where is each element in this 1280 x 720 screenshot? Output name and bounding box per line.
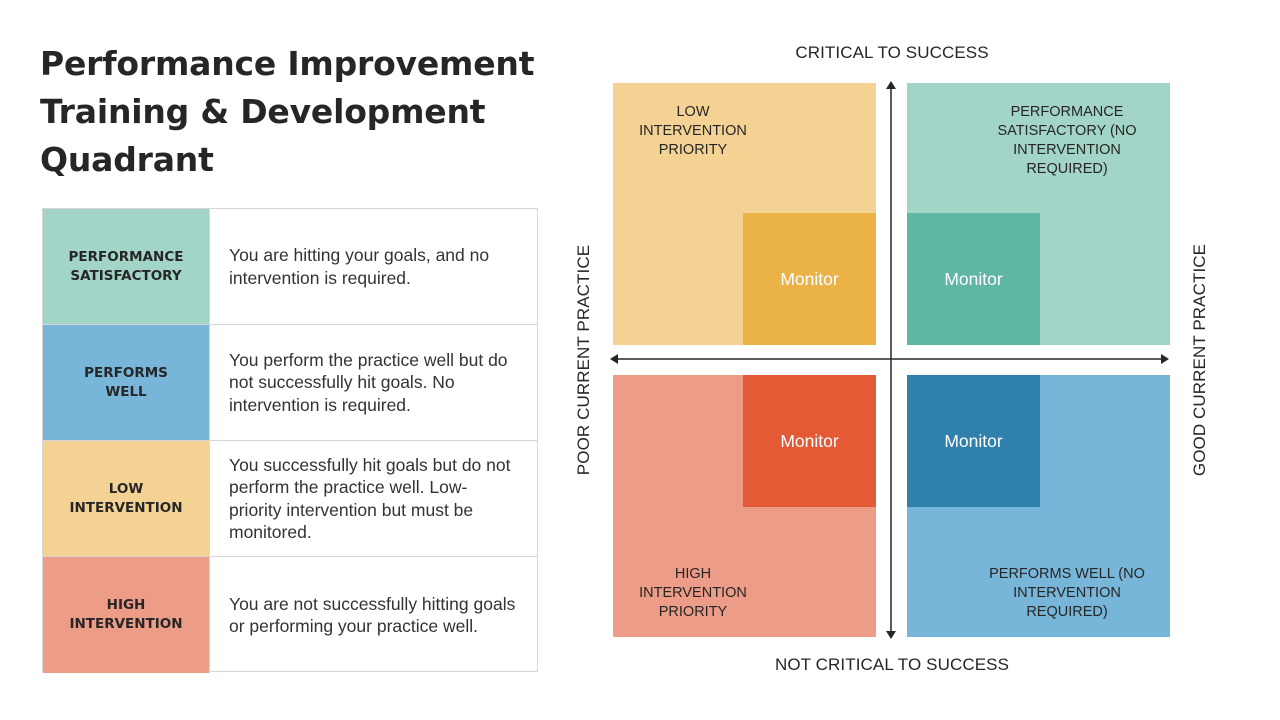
axis-label-bottom: NOT CRITICAL TO SUCCESS (774, 655, 1010, 674)
legend-description: You perform the practice well but do not… (229, 349, 508, 415)
legend-label: PERFORMS WELL (43, 325, 210, 440)
quadrant-performs-well: Monitor PERFORMS WELL (NO INTERVENTION R… (907, 375, 1170, 637)
quadrant-high-intervention-priority: Monitor HIGH INTERVENTION PRIORITY (613, 375, 876, 637)
vertical-axis-arrow-icon (886, 81, 896, 639)
legend-table: PERFORMANCE SATISFACTORY You are hitting… (42, 208, 538, 673)
axis-label-left: POOR CURRENT PRACTICE (574, 244, 593, 476)
legend-label: LOW INTERVENTION (43, 441, 210, 556)
quadrant-label: PERFORMS WELL (NO INTERVENTION REQUIRED) (989, 566, 1145, 620)
quadrant-low-intervention-priority: LOW INTERVENTION PRIORITY Monitor (613, 83, 876, 345)
monitor-box: Monitor (743, 375, 876, 507)
monitor-box: Monitor (907, 213, 1040, 345)
legend-row-low-intervention: LOW INTERVENTION You successfully hit go… (43, 441, 537, 557)
quadrant-label: PERFORMANCE SATISFACTORY (NO INTERVENTIO… (997, 104, 1137, 177)
quadrant-performance-satisfactory: PERFORMANCE SATISFACTORY (NO INTERVENTIO… (907, 83, 1170, 345)
legend-description: You are not successfully hitting goals o… (229, 593, 516, 637)
legend-row-performs-well: PERFORMS WELL You perform the practice w… (43, 325, 537, 441)
monitor-box: Monitor (743, 213, 876, 345)
legend-row-high-intervention: HIGH INTERVENTION You are not successful… (43, 557, 537, 673)
legend-description: You are hitting your goals, and no inter… (229, 245, 490, 288)
axis-label-top: CRITICAL TO SUCCESS (795, 43, 989, 62)
quadrant-label: HIGH INTERVENTION PRIORITY (639, 566, 747, 620)
horizontal-axis-arrow-icon (610, 354, 1169, 364)
quadrant-label: LOW INTERVENTION PRIORITY (639, 104, 747, 158)
legend-description: You successfully hit goals but do not pe… (229, 454, 511, 543)
axis-label-right: GOOD CURRENT PRACTICE (1190, 243, 1209, 477)
monitor-box: Monitor (907, 375, 1040, 507)
page-title: Performance Improvement Training & Devel… (40, 44, 535, 179)
legend-label: PERFORMANCE SATISFACTORY (43, 209, 210, 324)
legend-row-performance-satisfactory: PERFORMANCE SATISFACTORY You are hitting… (43, 209, 537, 325)
legend-label: HIGH INTERVENTION (43, 557, 210, 673)
